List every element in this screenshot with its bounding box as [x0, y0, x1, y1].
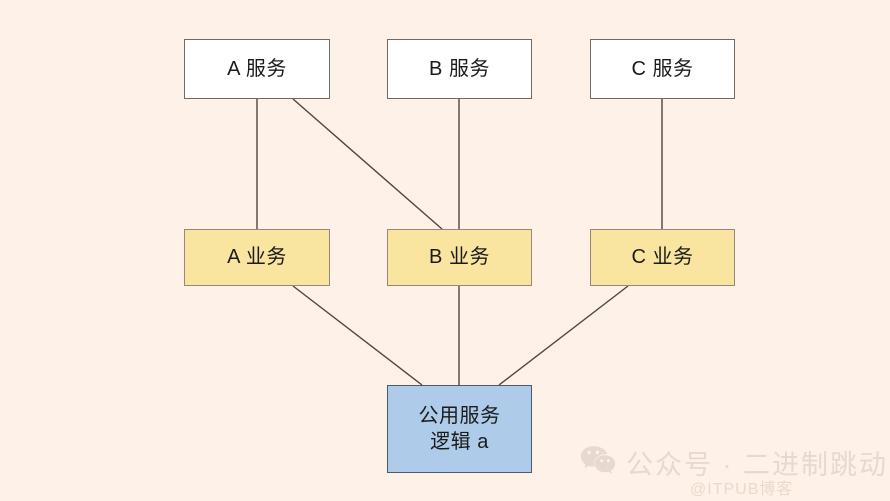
- node-service-b-label: B 服务: [429, 57, 490, 80]
- edge-service-a-to-business-b: [292, 98, 443, 230]
- node-business-b-label: B 业务: [429, 246, 490, 269]
- node-shared-service[interactable]: 公用服务 逻辑 a: [387, 385, 532, 473]
- watermark-sub-text: @ITPUB博客: [690, 481, 794, 498]
- node-service-a[interactable]: A 服务: [184, 39, 330, 99]
- node-business-a[interactable]: A 业务: [184, 229, 330, 286]
- node-business-a-label: A 业务: [227, 246, 287, 269]
- node-shared-service-label: 公用服务 逻辑 a: [418, 404, 501, 453]
- watermark-main-text: 公众号 · 二进制跳动: [626, 450, 888, 480]
- node-service-c[interactable]: C 服务: [590, 39, 735, 99]
- watermark-sub: @ITPUB博客: [690, 475, 793, 499]
- node-business-b[interactable]: B 业务: [387, 229, 532, 286]
- node-service-c-label: C 服务: [631, 57, 694, 80]
- watermark: 公众号 · 二进制跳动: [580, 443, 888, 482]
- node-service-a-label: A 服务: [227, 57, 287, 80]
- edge-business-a-to-shared: [292, 285, 423, 386]
- wechat-icon: [580, 445, 616, 480]
- edge-business-c-to-shared: [498, 285, 629, 386]
- node-business-c[interactable]: C 业务: [590, 229, 735, 286]
- node-business-c-label: C 业务: [631, 246, 694, 269]
- node-service-b[interactable]: B 服务: [387, 39, 532, 99]
